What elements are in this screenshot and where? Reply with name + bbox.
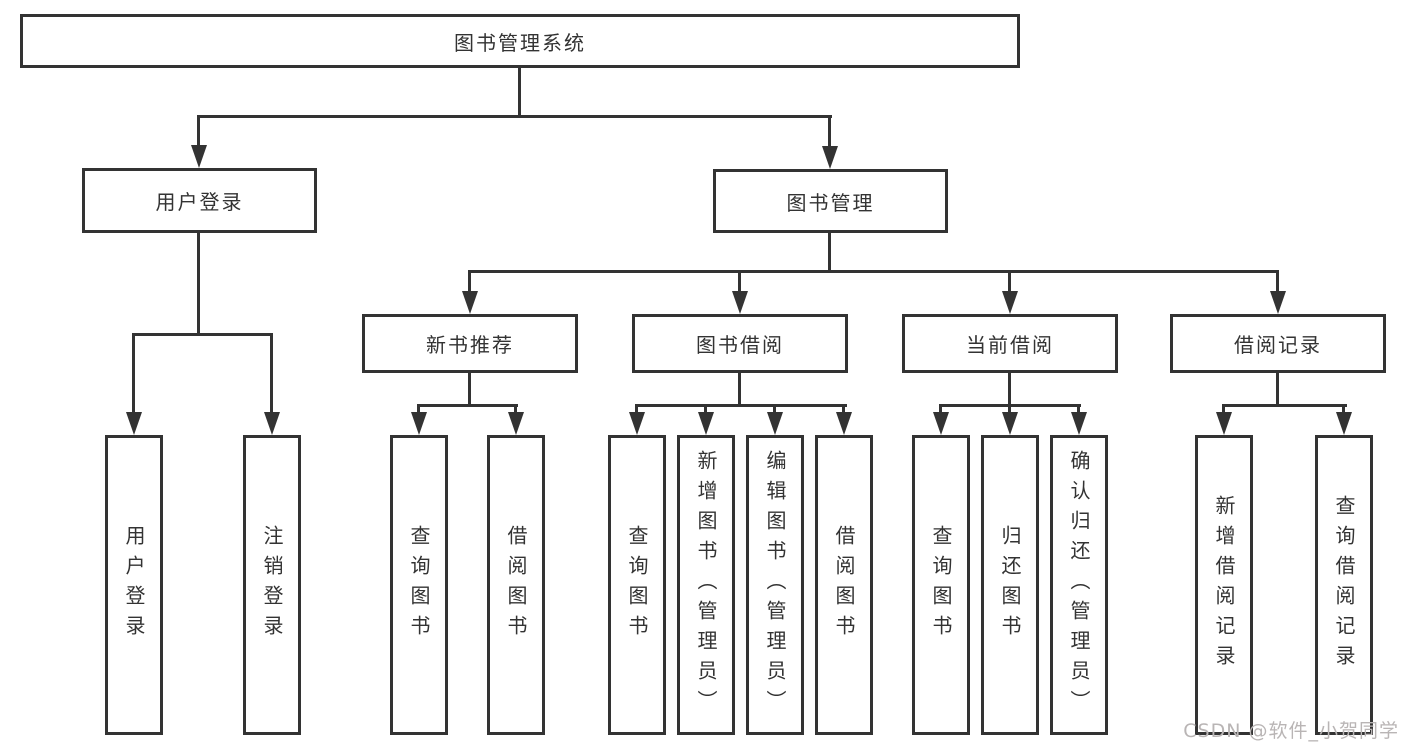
arrow-down-icon (836, 412, 852, 435)
node-user-login: 用户登录 (82, 168, 317, 233)
leaf-add-borrow-record-label: 新增借阅记录 (1212, 495, 1236, 675)
node-library-system-label: 图书管理系统 (454, 30, 586, 55)
node-current-borrowing-label: 当前借阅 (966, 333, 1054, 357)
node-user-login-label: 用户登录 (155, 190, 244, 214)
leaf-query-books-borrowing-label: 查询图书 (625, 525, 649, 645)
connector-line (270, 335, 273, 412)
arrow-down-icon (191, 145, 207, 168)
arrow-down-icon (1002, 291, 1018, 314)
node-book-borrowing: 图书借阅 (632, 314, 848, 373)
arrow-down-icon (933, 412, 949, 435)
leaf-add-books-admin: 新增图书（管理员） (677, 435, 735, 735)
node-current-borrowing: 当前借阅 (902, 314, 1118, 373)
node-book-management: 图书管理 (713, 169, 948, 233)
arrow-down-icon (508, 412, 524, 435)
connector-line (842, 406, 845, 413)
connector-line (1222, 406, 1225, 413)
arrow-down-icon (264, 412, 280, 435)
leaf-add-books-admin-label: 新增图书（管理员） (694, 450, 718, 720)
leaf-return-books-label: 归还图书 (998, 525, 1022, 645)
node-book-management-label: 图书管理 (786, 190, 875, 215)
connector-line (468, 373, 471, 406)
connector-line (417, 404, 518, 407)
leaf-borrow-books-label: 借阅图书 (832, 525, 856, 645)
leaf-confirm-return-admin-label: 确认归还（管理员） (1067, 450, 1091, 720)
node-book-borrowing-label: 图书借阅 (696, 333, 784, 357)
connector-line (738, 373, 741, 406)
connector-line (738, 272, 741, 291)
node-borrowing-records-label: 借阅记录 (1234, 333, 1322, 357)
connector-line (1077, 406, 1080, 413)
leaf-logout-label: 注销登录 (260, 525, 284, 645)
connector-line (417, 406, 420, 413)
connector-line (828, 117, 831, 146)
arrow-down-icon (1336, 412, 1352, 435)
arrow-down-icon (629, 412, 645, 435)
connector-line (1342, 406, 1345, 413)
connector-line (704, 406, 707, 413)
csdn-watermark: CSDN @软件_小贺同学 (1183, 720, 1399, 742)
leaf-user-login-label: 用户登录 (122, 525, 146, 645)
arrow-down-icon (767, 412, 783, 435)
connector-line (1008, 272, 1011, 291)
connector-line (828, 233, 831, 272)
leaf-borrow-books: 借阅图书 (815, 435, 873, 735)
connector-line (635, 404, 847, 407)
connector-line (197, 115, 832, 118)
connector-line (773, 406, 776, 413)
arrow-down-icon (411, 412, 427, 435)
connector-line (468, 272, 471, 291)
connector-line (197, 117, 200, 146)
connector-line (1008, 373, 1011, 406)
leaf-add-borrow-record: 新增借阅记录 (1195, 435, 1253, 735)
arrow-down-icon (732, 291, 748, 314)
connector-line (939, 404, 1081, 407)
arrow-down-icon (1002, 412, 1018, 435)
connector-line (635, 406, 638, 413)
connector-line (132, 333, 273, 336)
leaf-edit-books-admin-label: 编辑图书（管理员） (763, 450, 787, 720)
arrow-down-icon (1071, 412, 1087, 435)
connector-line (939, 406, 942, 413)
leaf-return-books: 归还图书 (981, 435, 1039, 735)
arrow-down-icon (822, 146, 838, 169)
leaf-query-books-recommend-label: 查询图书 (407, 525, 431, 645)
connector-line (132, 335, 135, 412)
leaf-edit-books-admin: 编辑图书（管理员） (746, 435, 804, 735)
connector-line (1222, 404, 1347, 407)
arrow-down-icon (1270, 291, 1286, 314)
connector-line (514, 406, 517, 413)
leaf-borrow-books-recommend: 借阅图书 (487, 435, 545, 735)
leaf-query-books-current: 查询图书 (912, 435, 970, 735)
leaf-user-login: 用户登录 (105, 435, 163, 735)
leaf-query-books-current-label: 查询图书 (929, 525, 953, 645)
arrow-down-icon (1216, 412, 1232, 435)
connector-line (1276, 373, 1279, 406)
node-new-book-recommend: 新书推荐 (362, 314, 578, 373)
leaf-borrow-books-recommend-label: 借阅图书 (504, 525, 528, 645)
leaf-query-borrow-record-label: 查询借阅记录 (1332, 495, 1356, 675)
arrow-down-icon (698, 412, 714, 435)
leaf-query-books-borrowing: 查询图书 (608, 435, 666, 735)
connector-line (468, 270, 1279, 273)
leaf-query-books-recommend: 查询图书 (390, 435, 448, 735)
arrow-down-icon (462, 291, 478, 314)
node-new-book-recommend-label: 新书推荐 (426, 333, 514, 357)
node-borrowing-records: 借阅记录 (1170, 314, 1386, 373)
connector-line (1008, 406, 1011, 413)
leaf-logout: 注销登录 (243, 435, 301, 735)
leaf-confirm-return-admin: 确认归还（管理员） (1050, 435, 1108, 735)
connector-line (197, 233, 200, 335)
connector-line (518, 68, 521, 117)
connector-line (1276, 272, 1279, 291)
arrow-down-icon (126, 412, 142, 435)
node-library-system: 图书管理系统 (20, 14, 1020, 68)
leaf-query-borrow-record: 查询借阅记录 (1315, 435, 1373, 735)
